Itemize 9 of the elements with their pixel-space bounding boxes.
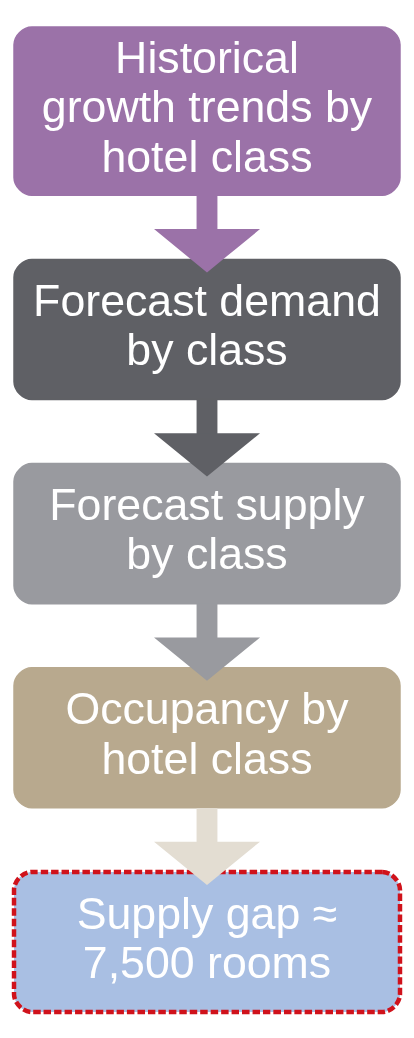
node-box: Forecast demand by class	[13, 258, 401, 400]
node-box: Forecast supply by class	[13, 462, 401, 604]
arrow	[154, 603, 261, 681]
arrow	[154, 195, 261, 272]
node-box: Occupancy by hotel class	[13, 666, 401, 809]
arrow	[154, 399, 261, 477]
arrow	[154, 807, 261, 885]
node-box: Historical growth trends by hotel class	[13, 25, 401, 196]
node-box: Supply gap ≈ 7,500 rooms	[11, 869, 403, 1014]
